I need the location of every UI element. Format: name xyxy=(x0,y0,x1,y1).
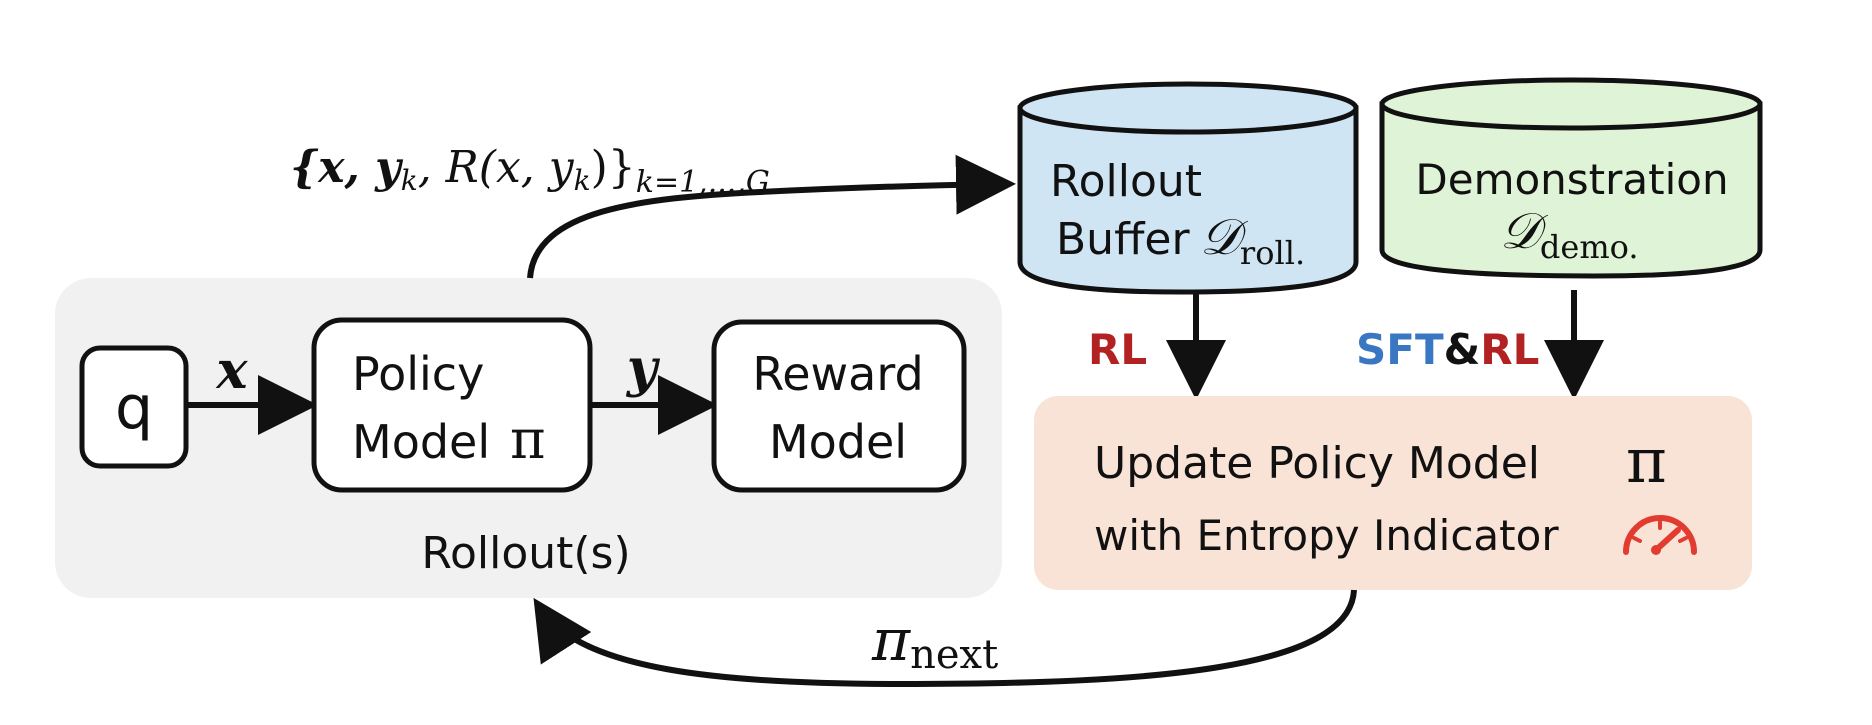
reward-line2: Model xyxy=(769,415,907,469)
update-policy-panel xyxy=(1034,396,1752,590)
update-line1: Update Policy Model xyxy=(1094,438,1540,489)
speedometer-icon xyxy=(1623,515,1697,555)
arrow-update-to-rollout xyxy=(533,589,1357,688)
policy-line1: Policy xyxy=(352,347,484,401)
arrow-rollout-to-buffer xyxy=(527,154,1016,279)
x-label: x xyxy=(215,340,248,401)
reward-line1: Reward xyxy=(752,347,923,401)
demonstration-line1: Demonstration xyxy=(1415,155,1728,204)
rollout-buffer-cylinder[interactable] xyxy=(1017,81,1359,295)
policy-symbol: π xyxy=(510,408,546,471)
y-label: y xyxy=(626,338,661,399)
update-symbol: π xyxy=(1626,424,1667,497)
pi-next-label: πnext xyxy=(871,606,998,678)
update-line2: with Entropy Indicator xyxy=(1094,511,1559,560)
rl-label-left: RL xyxy=(1088,325,1147,374)
sft-rl-label: SFT&RL xyxy=(1356,325,1539,374)
demonstration-cylinder[interactable] xyxy=(1379,77,1763,279)
reward-model-box[interactable] xyxy=(711,319,967,493)
query-box[interactable] xyxy=(79,345,189,469)
rollout-panel-label: Rollout(s) xyxy=(421,528,630,579)
policy-line2: Model xyxy=(352,415,490,469)
policy-model-box[interactable] xyxy=(311,317,593,493)
query-label: q xyxy=(115,373,153,443)
rollout-buffer-line2: Buffer xyxy=(1056,214,1190,265)
rollout-set-label: {x, yk, R(x, yk)}k=1,...,G xyxy=(290,142,770,200)
rollout-buffer-line1: Rollout xyxy=(1050,156,1202,207)
